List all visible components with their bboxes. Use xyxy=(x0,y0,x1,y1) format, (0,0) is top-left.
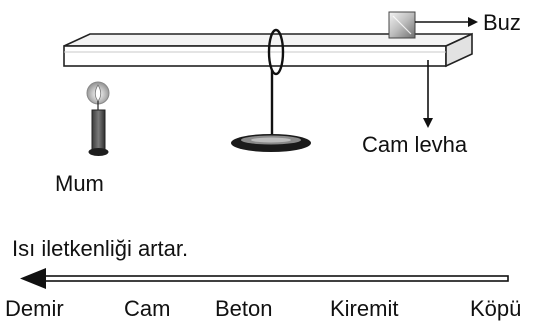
conductivity-arrow xyxy=(20,268,509,289)
material-list: Demir Cam Beton Kiremit Köpü xyxy=(0,298,533,330)
material-item: Beton xyxy=(215,296,273,321)
glass-sheet xyxy=(63,32,473,68)
candle-label: Mum xyxy=(55,171,104,196)
candle xyxy=(86,81,110,156)
hanging-dish xyxy=(231,28,311,152)
material-item: Köpü xyxy=(470,296,522,321)
material-item: Cam xyxy=(124,296,171,321)
conductivity-caption: Isı iletkenliği artar. xyxy=(12,236,189,261)
ice-cube xyxy=(388,11,416,39)
ice-label: Buz xyxy=(483,10,521,35)
glass-sheet-label: Cam levha xyxy=(362,132,468,157)
material-item: Demir xyxy=(5,296,64,321)
material-item: Kiremit xyxy=(330,296,399,321)
glass-label-arrow xyxy=(423,60,433,128)
ice-label-arrow xyxy=(415,17,478,27)
